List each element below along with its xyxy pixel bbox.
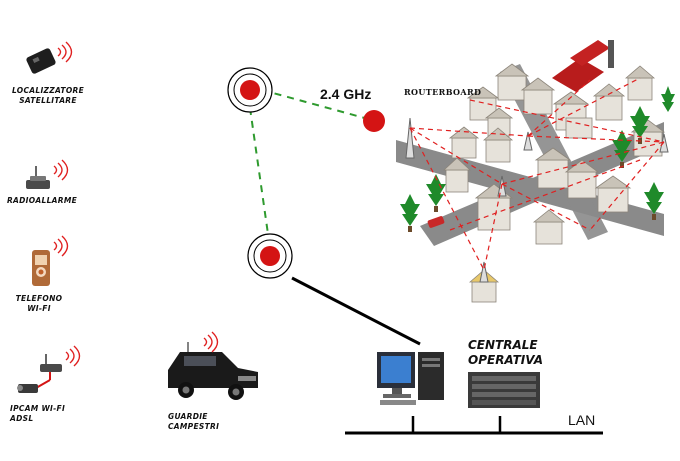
gps-tracker-icon [26, 41, 73, 74]
label-ipcam: IPCAM WI-FI ADSL [10, 404, 66, 423]
radio-alarm-icon [26, 159, 69, 189]
access-point-node-bottom [247, 233, 293, 279]
frequency-label: 2.4 GHz [320, 86, 372, 102]
routerboard-label: ROUTERBOARD [404, 87, 482, 97]
wifi-phone-icon [32, 235, 69, 286]
label-radioallarme: RADIOALLARME [6, 196, 78, 205]
label-localizzatore: LOCALIZZATORE SATELLITARE [11, 86, 85, 105]
lan-bus [345, 416, 603, 435]
patrol-vehicle-icon [168, 331, 258, 400]
wireless-link-left [249, 107, 269, 235]
server-icon [468, 372, 540, 408]
centrale-operativa-label: CENTRALE OPERATIVA [468, 338, 543, 367]
access-point-node-top [227, 67, 273, 113]
label-telefono: TELEFONO WI-FI [15, 294, 63, 313]
wired-link [291, 276, 421, 346]
village-illustration [396, 40, 675, 303]
routerboard-node [363, 110, 385, 132]
workstation-icon [377, 352, 444, 405]
label-guardie: GUARDIE CAMPESTRI [168, 412, 220, 431]
ipcam-icon [17, 345, 81, 393]
lan-label: LAN [568, 412, 596, 428]
wireless-link-top [261, 89, 373, 121]
